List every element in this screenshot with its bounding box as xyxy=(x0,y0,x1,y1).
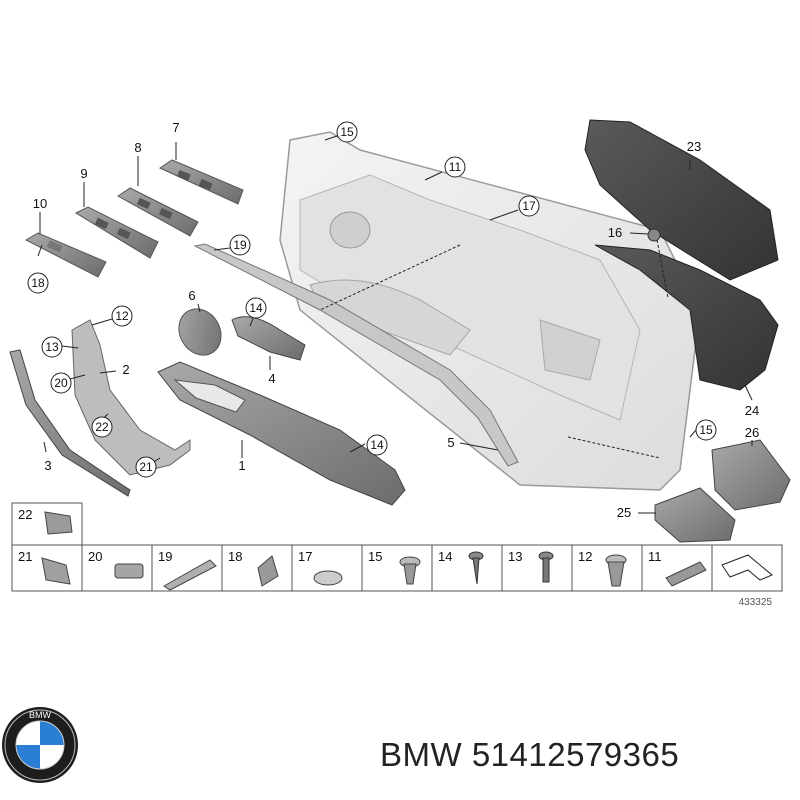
callout-group: 15 11 17 19 18 14 12 13 20 22 xyxy=(27,121,717,478)
part-title: BMW 51412579365 xyxy=(380,736,679,774)
window-switch-panel-7 xyxy=(158,159,244,205)
part-number: 51412579365 xyxy=(471,736,680,773)
svg-text:18: 18 xyxy=(228,549,242,564)
window-switch-panel-10 xyxy=(24,232,107,278)
insulation-lower xyxy=(594,244,779,391)
trim-strip xyxy=(193,243,519,467)
svg-text:14: 14 xyxy=(249,301,263,315)
label-5: 5 xyxy=(447,435,454,450)
svg-text:11: 11 xyxy=(648,549,662,564)
cover-cap xyxy=(178,308,222,356)
svg-text:BMW: BMW xyxy=(29,710,52,720)
callout-20: 20 xyxy=(50,372,72,394)
label-6: 6 xyxy=(188,288,195,303)
label-23: 23 xyxy=(687,139,701,154)
svg-text:14: 14 xyxy=(370,438,384,452)
window-switch-panel-8 xyxy=(117,187,199,237)
bmw-logo: BMW xyxy=(2,707,78,783)
screw-icon-14 xyxy=(468,551,484,585)
clip-icon-12 xyxy=(605,554,627,587)
svg-text:17: 17 xyxy=(298,549,312,564)
parts-legend xyxy=(11,502,783,592)
callout-11: 11 xyxy=(444,156,466,178)
bracket-26 xyxy=(711,439,791,511)
label-4: 4 xyxy=(268,371,275,386)
label-16: 16 xyxy=(608,225,622,240)
svg-text:19: 19 xyxy=(158,549,172,564)
svg-text:15: 15 xyxy=(340,125,354,139)
callout-13: 13 xyxy=(41,336,63,358)
leader-lines xyxy=(37,135,753,514)
svg-text:18: 18 xyxy=(31,276,45,290)
callout-22: 22 xyxy=(91,416,113,438)
label-26: 26 xyxy=(745,425,759,440)
svg-text:14: 14 xyxy=(438,549,452,564)
curved-trim-strip xyxy=(9,349,131,497)
door-handle xyxy=(231,316,306,361)
label-24: 24 xyxy=(745,403,759,418)
svg-text:19: 19 xyxy=(233,238,247,252)
window-switch-panel-9 xyxy=(74,206,159,259)
nut-icon-17 xyxy=(313,570,343,586)
label-8: 8 xyxy=(134,140,141,155)
strip-icon-19 xyxy=(163,559,217,591)
label-1: 1 xyxy=(238,458,245,473)
door-trim-panel xyxy=(279,131,701,491)
svg-text:15: 15 xyxy=(699,423,713,437)
callout-15b: 15 xyxy=(695,419,717,441)
svg-text:17: 17 xyxy=(522,199,536,213)
svg-text:13: 13 xyxy=(45,340,59,354)
label-3: 3 xyxy=(44,458,51,473)
legend-icons xyxy=(41,511,773,591)
callout-19: 19 xyxy=(229,234,251,256)
svg-text:22: 22 xyxy=(18,507,32,522)
callout-17: 17 xyxy=(518,195,540,217)
arrow-icon xyxy=(721,554,773,581)
trim-frame xyxy=(71,319,191,476)
svg-text:21: 21 xyxy=(18,549,32,564)
rivet-icon-15 xyxy=(399,556,421,585)
callout-15: 15 xyxy=(336,121,358,143)
label-9: 9 xyxy=(80,166,87,181)
legend-cell-arrow xyxy=(711,544,783,592)
label-2: 2 xyxy=(122,362,129,377)
callout-14: 14 xyxy=(245,297,267,319)
label-10: 10 xyxy=(33,196,47,211)
insulation-upper xyxy=(584,119,779,281)
svg-text:20: 20 xyxy=(88,549,102,564)
brand-name: BMW xyxy=(380,736,463,773)
screw-icon-13 xyxy=(538,551,554,583)
svg-text:21: 21 xyxy=(139,460,153,474)
clip-icon-22 xyxy=(44,511,73,535)
clip-icon-11 xyxy=(665,561,707,587)
catalog-number: 433325 xyxy=(739,597,773,608)
svg-text:12: 12 xyxy=(115,309,129,323)
plain-labels: 7 8 9 10 23 16 6 2 4 24 5 26 3 1 25 xyxy=(33,120,759,520)
callout-12: 12 xyxy=(111,305,133,327)
clip-icon-21 xyxy=(41,557,71,585)
callout-21: 21 xyxy=(135,456,157,478)
callout-14b: 14 xyxy=(366,434,388,456)
label-25: 25 xyxy=(617,505,631,520)
plug-16 xyxy=(647,228,661,242)
bracket-25 xyxy=(654,487,736,543)
label-7: 7 xyxy=(172,120,179,135)
svg-text:13: 13 xyxy=(508,549,522,564)
svg-text:22: 22 xyxy=(95,420,109,434)
svg-text:20: 20 xyxy=(54,376,68,390)
clip-icon-18 xyxy=(257,555,279,587)
svg-text:15: 15 xyxy=(368,549,382,564)
svg-text:11: 11 xyxy=(449,160,462,174)
svg-text:12: 12 xyxy=(578,549,592,564)
callout-18: 18 xyxy=(27,272,49,294)
clip-icon-20 xyxy=(114,563,144,579)
legend-labels: 22 21 20 19 18 17 15 14 13 12 11 xyxy=(18,507,662,564)
